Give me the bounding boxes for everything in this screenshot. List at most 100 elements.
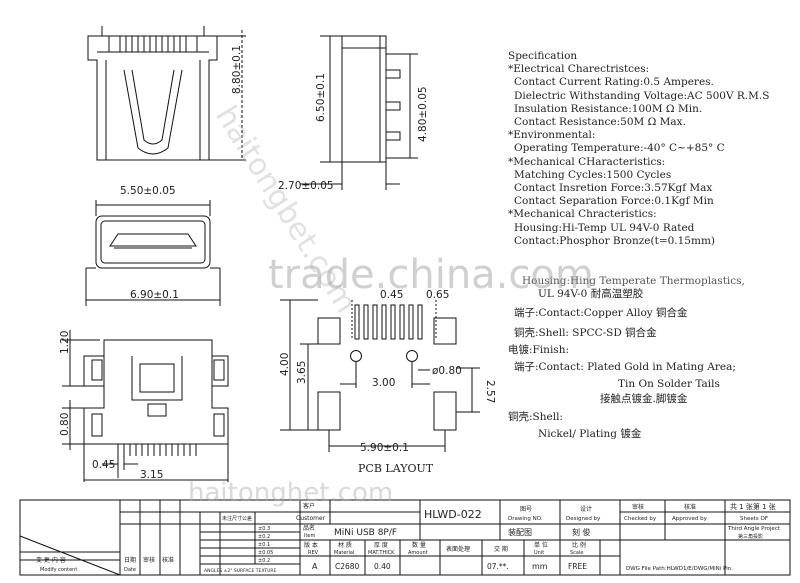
tb-designed-en: Designed by xyxy=(566,516,601,522)
tb-scale-value: FREE xyxy=(568,562,587,571)
dim-pcb-257: 2.57 xyxy=(484,380,496,403)
tb-modify-cn: 变 更 内 容 xyxy=(36,556,66,564)
tb-unit-en: Unit xyxy=(534,550,544,556)
tb-file-path: DWG File Path:HLWD1/E/DWG/MiNi Pin. xyxy=(626,566,733,572)
spec-mechanical-header: *Mechanical CHaracteristics: xyxy=(508,155,666,168)
title-block xyxy=(19,499,791,576)
spec-title: Specification xyxy=(508,50,578,62)
tb-date-cn: 交 期 xyxy=(494,545,508,553)
tb-rev-value: A xyxy=(312,562,318,571)
dim-h-120: 1.20 xyxy=(59,331,71,354)
tb-approve-cn: 核准 xyxy=(684,503,696,511)
tb-surface-texture: ANGLES ±2° SURFACE TEXTURE xyxy=(204,568,277,574)
tb-material-value: C2680 xyxy=(335,562,360,571)
tb-amount-en: Amount xyxy=(408,550,428,556)
spec-ul: UL 94V-0 耐高温塑胶 xyxy=(538,288,644,301)
spec-current: Contact Current Rating:0.5 Amperes. xyxy=(514,76,714,89)
dim-pcb-065: 0.65 xyxy=(426,289,449,301)
tb-surface-cn: 表面处理 xyxy=(446,545,470,553)
tb-check-en: Checked by xyxy=(624,516,657,522)
tb-material-en: Material xyxy=(334,550,354,556)
spec-resistance: Contact Resistance:50M Ω Max. xyxy=(514,116,686,129)
top-view-pins xyxy=(119,36,187,52)
tb-scale-en: Scale xyxy=(570,550,583,556)
tb-check-cn: 审核 xyxy=(632,503,644,511)
dim-bottom-width: 6.90±0.1 xyxy=(130,289,179,301)
spec-housing: Housing:Hi-Temp UL 94V-0 Rated xyxy=(514,221,695,234)
tb-tolerance-header: 未注尺寸公差 xyxy=(222,515,252,522)
tb-unit-cn: 单 位 xyxy=(534,541,548,549)
tb-tol-1: ±0.3 xyxy=(258,526,270,532)
tb-drawing-no-cn: 图号 xyxy=(520,506,532,513)
dim-pcb-590: 5.90±0.1 xyxy=(360,442,409,454)
dim-side-width: 2.70±0.05 xyxy=(278,180,334,192)
spec-tin: Tin On Solder Tails xyxy=(618,378,720,391)
dim-pcb-365: 3.65 xyxy=(296,361,308,384)
spec-mechanical2-header: *Mechanical Chracteristics: xyxy=(508,208,657,221)
tb-customer-en: Customer xyxy=(296,515,326,522)
spec-insertion: Contact Insretion Force:3.57Kgf Max xyxy=(514,182,713,195)
dimension-labels: 5.50±0.05 8.80±0.1 6.50±0.1 2.70±0.05 4.… xyxy=(59,45,496,481)
spec-housing-cn: Housing:Hing Temperate Thermoplastics, xyxy=(522,275,745,288)
tb-drawing: 装配图 xyxy=(508,527,532,537)
tb-tol-2: ±0.2 xyxy=(258,534,270,540)
spec-dielectric: Dielectric Withstanding Voltage:AC 500V … xyxy=(514,89,770,102)
bottom-view-pins xyxy=(117,444,197,456)
spec-plating-header: 电镀:Finish: xyxy=(508,343,569,356)
dim-pcb-300: 3.00 xyxy=(372,377,395,389)
side-view xyxy=(300,35,418,190)
spec-terminal: 端子:Contact:Copper Alloy 铜合金 xyxy=(514,307,688,320)
dim-top-height: 8.80±0.1 xyxy=(231,45,243,94)
tb-date-value: 07.**. xyxy=(487,562,509,571)
tb-tol-3: ±0.1 xyxy=(258,542,270,548)
dim-w-315: 3.15 xyxy=(140,469,163,481)
tb-tol-4: ±0.05 xyxy=(258,550,273,556)
spec-cn-gold: 接触点镀金.脚镀金 xyxy=(600,393,688,406)
tb-material-cn: 材 质 xyxy=(338,541,352,549)
spec-shell: 铜壳:Shell: SPCC-SD 铜合金 xyxy=(514,326,657,339)
tb-third-angle: Third Angle Project xyxy=(727,526,781,532)
tb-rev-cn: 版 本 xyxy=(304,541,318,549)
tb-part-name: MiNi USB 8P/F xyxy=(334,528,397,538)
tb-approve-label: 核准 xyxy=(162,556,174,564)
top-view xyxy=(87,26,246,161)
bottom-view xyxy=(62,330,229,482)
dim-top-width: 5.50±0.05 xyxy=(120,185,176,197)
spec-electrical-header: *Electrical Charectristces: xyxy=(508,63,650,76)
tb-rev-en: REV xyxy=(308,550,319,556)
tb-date-label: 日期 xyxy=(124,556,136,564)
tb-sheets-en: Sheets OF xyxy=(740,516,768,522)
tb-date-en: Date xyxy=(124,567,136,573)
spec-environmental-header: *Environmental: xyxy=(508,129,596,142)
tb-thick-en: MAT.THICK xyxy=(368,550,395,556)
pcb-pads xyxy=(354,304,423,340)
tb-item-label: Item xyxy=(304,533,316,539)
tb-modify-en: Modify content xyxy=(40,567,77,573)
tb-drawing-no-en: Drawing NO. xyxy=(508,516,543,522)
spec-gold: 端子:Contact: Plated Gold in Mating Area; xyxy=(514,361,736,374)
spec-insulation: Insulation Resistance:100M Ω Min. xyxy=(514,102,703,115)
tb-third-angle-cn: 第三角投影 xyxy=(738,533,763,540)
tb-sheet: 共 1 张第 1 张 xyxy=(730,502,776,511)
spec-nickel: Nickel/ Plating 镀金 xyxy=(538,427,642,440)
tb-designed-cn: 设计 xyxy=(580,505,592,513)
spec-temperature: Operating Temperature:-40° C~+85° C xyxy=(514,142,725,155)
tb-engraver-cn: 刻 俊 xyxy=(572,527,591,537)
spec-shell2: 铜壳:Shell: xyxy=(508,410,563,423)
tb-thick-cn: 厚 度 xyxy=(374,541,388,549)
front-view xyxy=(85,200,221,306)
dim-pcb-045: 0.45 xyxy=(380,289,403,301)
dim-pcb-400: 4.00 xyxy=(279,353,291,376)
spec-cycles: Matching Cycles:1500 Cycles xyxy=(514,168,672,181)
spec-contact-material: Contact:Phosphor Bronze(t=0.15mm) xyxy=(514,234,716,247)
tb-tol-5: ±0.2 xyxy=(258,558,270,564)
tb-customer-cn: 客户 xyxy=(303,502,315,510)
dim-pcb-hole: ø0.80 xyxy=(432,365,462,377)
title-block-labels: 变 更 内 容 Modify content 日期 审核 核准 Date 未注尺… xyxy=(36,502,781,574)
tb-part-no: HLWD-022 xyxy=(424,508,482,521)
tb-part-name-label: 品名 xyxy=(303,524,315,532)
pcb-layout-title: PCB LAYOUT xyxy=(358,462,434,475)
tb-check-label: 审核 xyxy=(143,556,155,564)
tb-amount-cn: 数 量 xyxy=(412,541,426,549)
